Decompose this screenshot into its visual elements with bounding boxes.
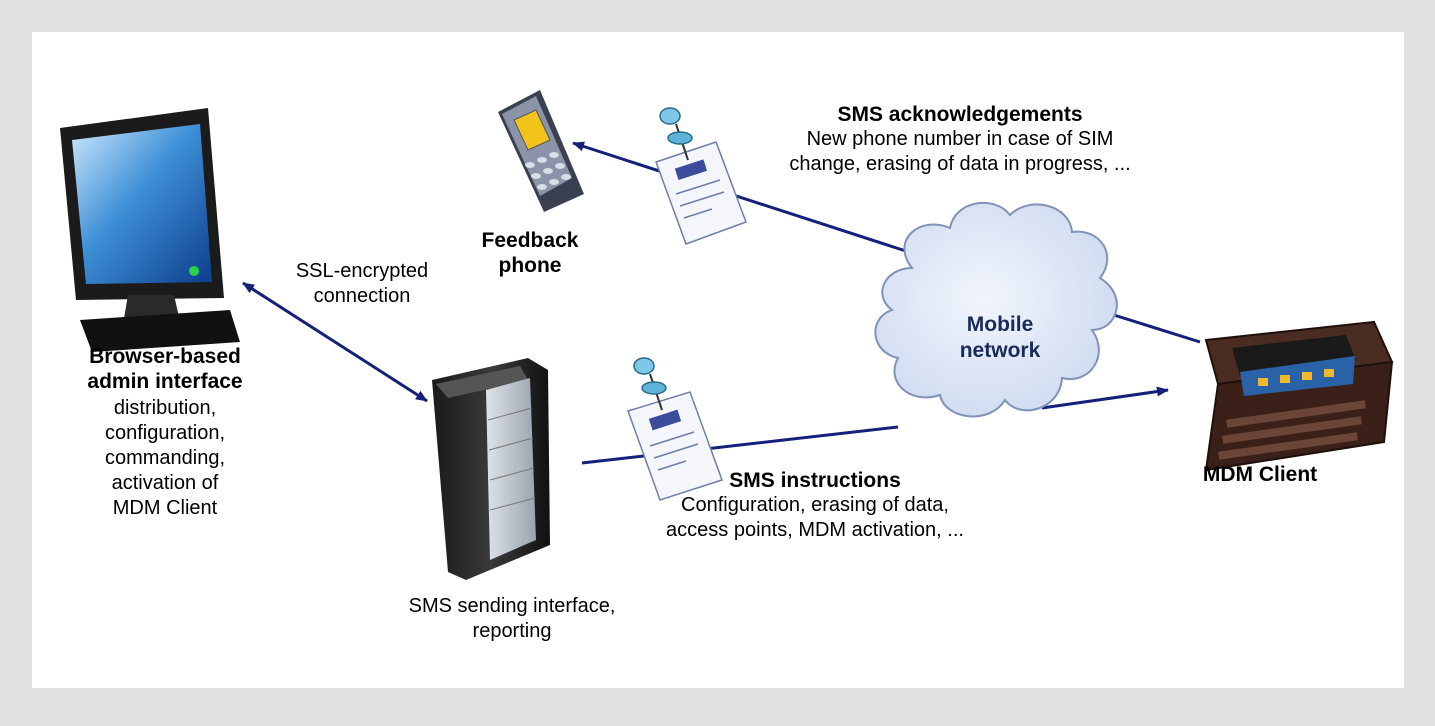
connector-ssl (242, 281, 428, 403)
sms-instructions-block: SMS instructions Configuration, erasing … (600, 468, 1030, 543)
admin-desc-line: distribution, (113, 397, 217, 419)
server-line2: reporting (472, 620, 552, 642)
monitor-icon (60, 108, 240, 352)
admin-desc-line: commanding, (104, 447, 226, 469)
server-label: SMS sending interface, reporting (362, 594, 662, 644)
smartphone-icon (1204, 320, 1394, 472)
mobile-phone-icon (498, 90, 584, 212)
sms-instructions-title: SMS instructions (729, 469, 901, 492)
network-line1: Mobile (966, 313, 1034, 336)
ssl-line1: SSL-encrypted (295, 260, 429, 282)
feedback-phone-label: Feedback phone (460, 228, 600, 278)
admin-title-line1: Browser-based (89, 345, 241, 368)
sms-instructions-line2: access points, MDM activation, ... (666, 519, 964, 541)
sms-ack-line2: change, erasing of data in progress, ... (789, 153, 1131, 175)
sms-ack-line1: New phone number in case of SIM (806, 128, 1114, 150)
admin-title-line2: admin interface (87, 370, 243, 393)
network-line2: network (959, 339, 1041, 362)
sms-ack-title: SMS acknowledgements (837, 103, 1083, 126)
ssl-connection-label: SSL-encrypted connection (262, 259, 462, 309)
admin-desc-line: MDM Client (112, 497, 218, 519)
admin-title: Browser-based admin interface (40, 344, 290, 394)
sms-instructions-line1: Configuration, erasing of data, (681, 494, 949, 516)
sms-ack-block: SMS acknowledgements New phone number in… (740, 102, 1180, 177)
pinned-note-icon (627, 357, 723, 501)
feedback-line2: phone (498, 254, 562, 277)
mobile-network-label: Mobile network (930, 312, 1070, 364)
connector-server-network (581, 425, 899, 465)
admin-desc-line: activation of (111, 472, 219, 494)
mdm-client-label: MDM Client (1202, 463, 1318, 486)
connector-network-feedback (572, 141, 913, 255)
server-icon (432, 358, 550, 580)
connector-network-client (1041, 386, 1169, 410)
admin-description: distribution, configuration, commanding,… (40, 396, 290, 521)
cloud-icon (874, 201, 1118, 418)
pinned-note-icon (655, 107, 747, 245)
ssl-line2: connection (313, 285, 411, 307)
feedback-line1: Feedback (481, 229, 579, 252)
server-line1: SMS sending interface, (408, 595, 616, 617)
admin-desc-line: configuration, (104, 422, 226, 444)
